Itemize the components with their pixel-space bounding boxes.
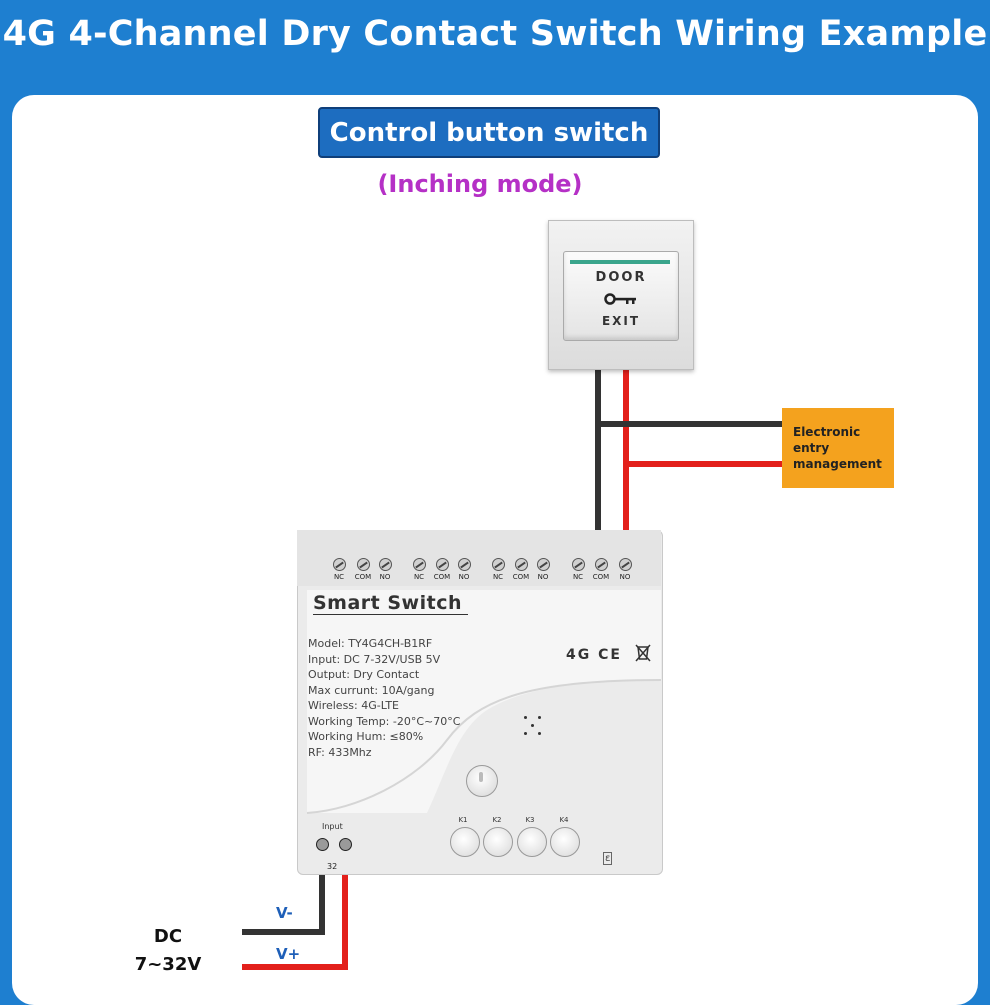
spec-model: Model: TY4G4CH-B1RF bbox=[308, 637, 433, 650]
key-label-k2: K2 bbox=[492, 816, 502, 824]
input-number: 32 bbox=[327, 862, 338, 871]
spec-output: Output: Dry Contact bbox=[308, 668, 420, 681]
spec-working-temp: Working Temp: -20°C~70°C bbox=[308, 714, 461, 728]
door-exit-button: DOOR EXIT bbox=[548, 220, 694, 370]
terminal-label-nc: NC bbox=[572, 573, 584, 581]
terminal-label-nc: NC bbox=[413, 573, 425, 581]
vminus-label: V- bbox=[276, 904, 293, 922]
dc-label-line1: DC bbox=[153, 926, 183, 947]
spec-rf: RF: 433Mhz bbox=[308, 745, 372, 759]
input-terminal-screw bbox=[339, 838, 352, 851]
key-label-k1: K1 bbox=[458, 816, 468, 824]
wire-black-vminus bbox=[242, 860, 325, 935]
electronic-entry-management-box: Electronic entry management bbox=[782, 408, 894, 488]
vplus-label: V+ bbox=[276, 945, 301, 963]
speaker-hole bbox=[524, 716, 527, 719]
dc-voltage-label: DC 7~32V bbox=[120, 923, 216, 979]
pairing-button[interactable] bbox=[466, 765, 498, 797]
terminal-screw bbox=[619, 558, 632, 571]
input-terminal-screw bbox=[316, 838, 329, 851]
terminal-label-no: NO bbox=[379, 573, 391, 581]
exit-button-face: DOOR EXIT bbox=[563, 251, 679, 341]
key-label-k3: K3 bbox=[525, 816, 535, 824]
device-face-curve bbox=[297, 530, 661, 814]
terminal-label-nc: NC bbox=[492, 573, 504, 581]
spec-max-current: Max currunt: 10A/gang bbox=[308, 683, 435, 697]
k4-button[interactable] bbox=[550, 827, 580, 857]
terminal-screw bbox=[333, 558, 346, 571]
terminal-screw bbox=[595, 558, 608, 571]
speaker-hole bbox=[538, 732, 541, 735]
spec-input: Input: DC 7-32V/USB 5V bbox=[308, 652, 441, 666]
terminal-label-com: COM bbox=[592, 573, 610, 581]
speaker-hole bbox=[531, 724, 534, 727]
button-stripe bbox=[570, 260, 670, 264]
input-label: Input bbox=[322, 822, 343, 831]
terminal-label-nc: NC bbox=[333, 573, 345, 581]
k2-button[interactable] bbox=[483, 827, 513, 857]
cert-text: 4G CE bbox=[566, 647, 622, 663]
key-label-k4: K4 bbox=[559, 816, 569, 824]
terminal-screw bbox=[436, 558, 449, 571]
speaker-hole bbox=[538, 716, 541, 719]
terminal-screw bbox=[515, 558, 528, 571]
terminal-label-com: COM bbox=[433, 573, 451, 581]
terminal-screw bbox=[572, 558, 585, 571]
k3-button[interactable] bbox=[517, 827, 547, 857]
device-brand: Smart Switch bbox=[313, 592, 468, 615]
exit-text: EXIT bbox=[601, 314, 641, 328]
speaker-hole bbox=[524, 732, 527, 735]
rf-symbol-icon: ɛ bbox=[603, 852, 613, 865]
key-icon bbox=[604, 293, 636, 305]
inching-mode-label: (Inching mode) bbox=[377, 170, 583, 198]
terminal-screw bbox=[537, 558, 550, 571]
terminal-label-no: NO bbox=[619, 573, 631, 581]
wire-red-vplus bbox=[242, 860, 348, 970]
spec-wireless: Wireless: 4G-LTE bbox=[308, 699, 400, 712]
terminal-screw bbox=[379, 558, 392, 571]
control-button-switch-label: Control button switch bbox=[318, 107, 660, 158]
terminal-label-com: COM bbox=[354, 573, 372, 581]
entry-management-label: Electronic entry management bbox=[793, 425, 882, 471]
dc-label-line2: 7~32V bbox=[134, 954, 202, 975]
page-title: 4G 4-Channel Dry Contact Switch Wiring E… bbox=[2, 14, 988, 54]
terminal-screw bbox=[458, 558, 471, 571]
terminal-screw bbox=[357, 558, 370, 571]
k1-button[interactable] bbox=[450, 827, 480, 857]
door-text: DOOR bbox=[595, 270, 647, 285]
certification-marks: 4G CE bbox=[566, 642, 653, 663]
spec-working-hum: Working Hum: ≤80% bbox=[308, 730, 424, 743]
relay-terminals: NC COM NO NC COM NO NC COM NO NC COM NO bbox=[300, 548, 636, 588]
terminal-screw bbox=[492, 558, 505, 571]
terminal-screw bbox=[413, 558, 426, 571]
weee-bin-icon bbox=[635, 644, 651, 662]
terminal-label-no: NO bbox=[537, 573, 549, 581]
terminal-label-com: COM bbox=[512, 573, 530, 581]
device-specs: Model: TY4G4CH-B1RF Input: DC 7-32V/USB … bbox=[308, 636, 460, 760]
terminal-label-no: NO bbox=[458, 573, 470, 581]
